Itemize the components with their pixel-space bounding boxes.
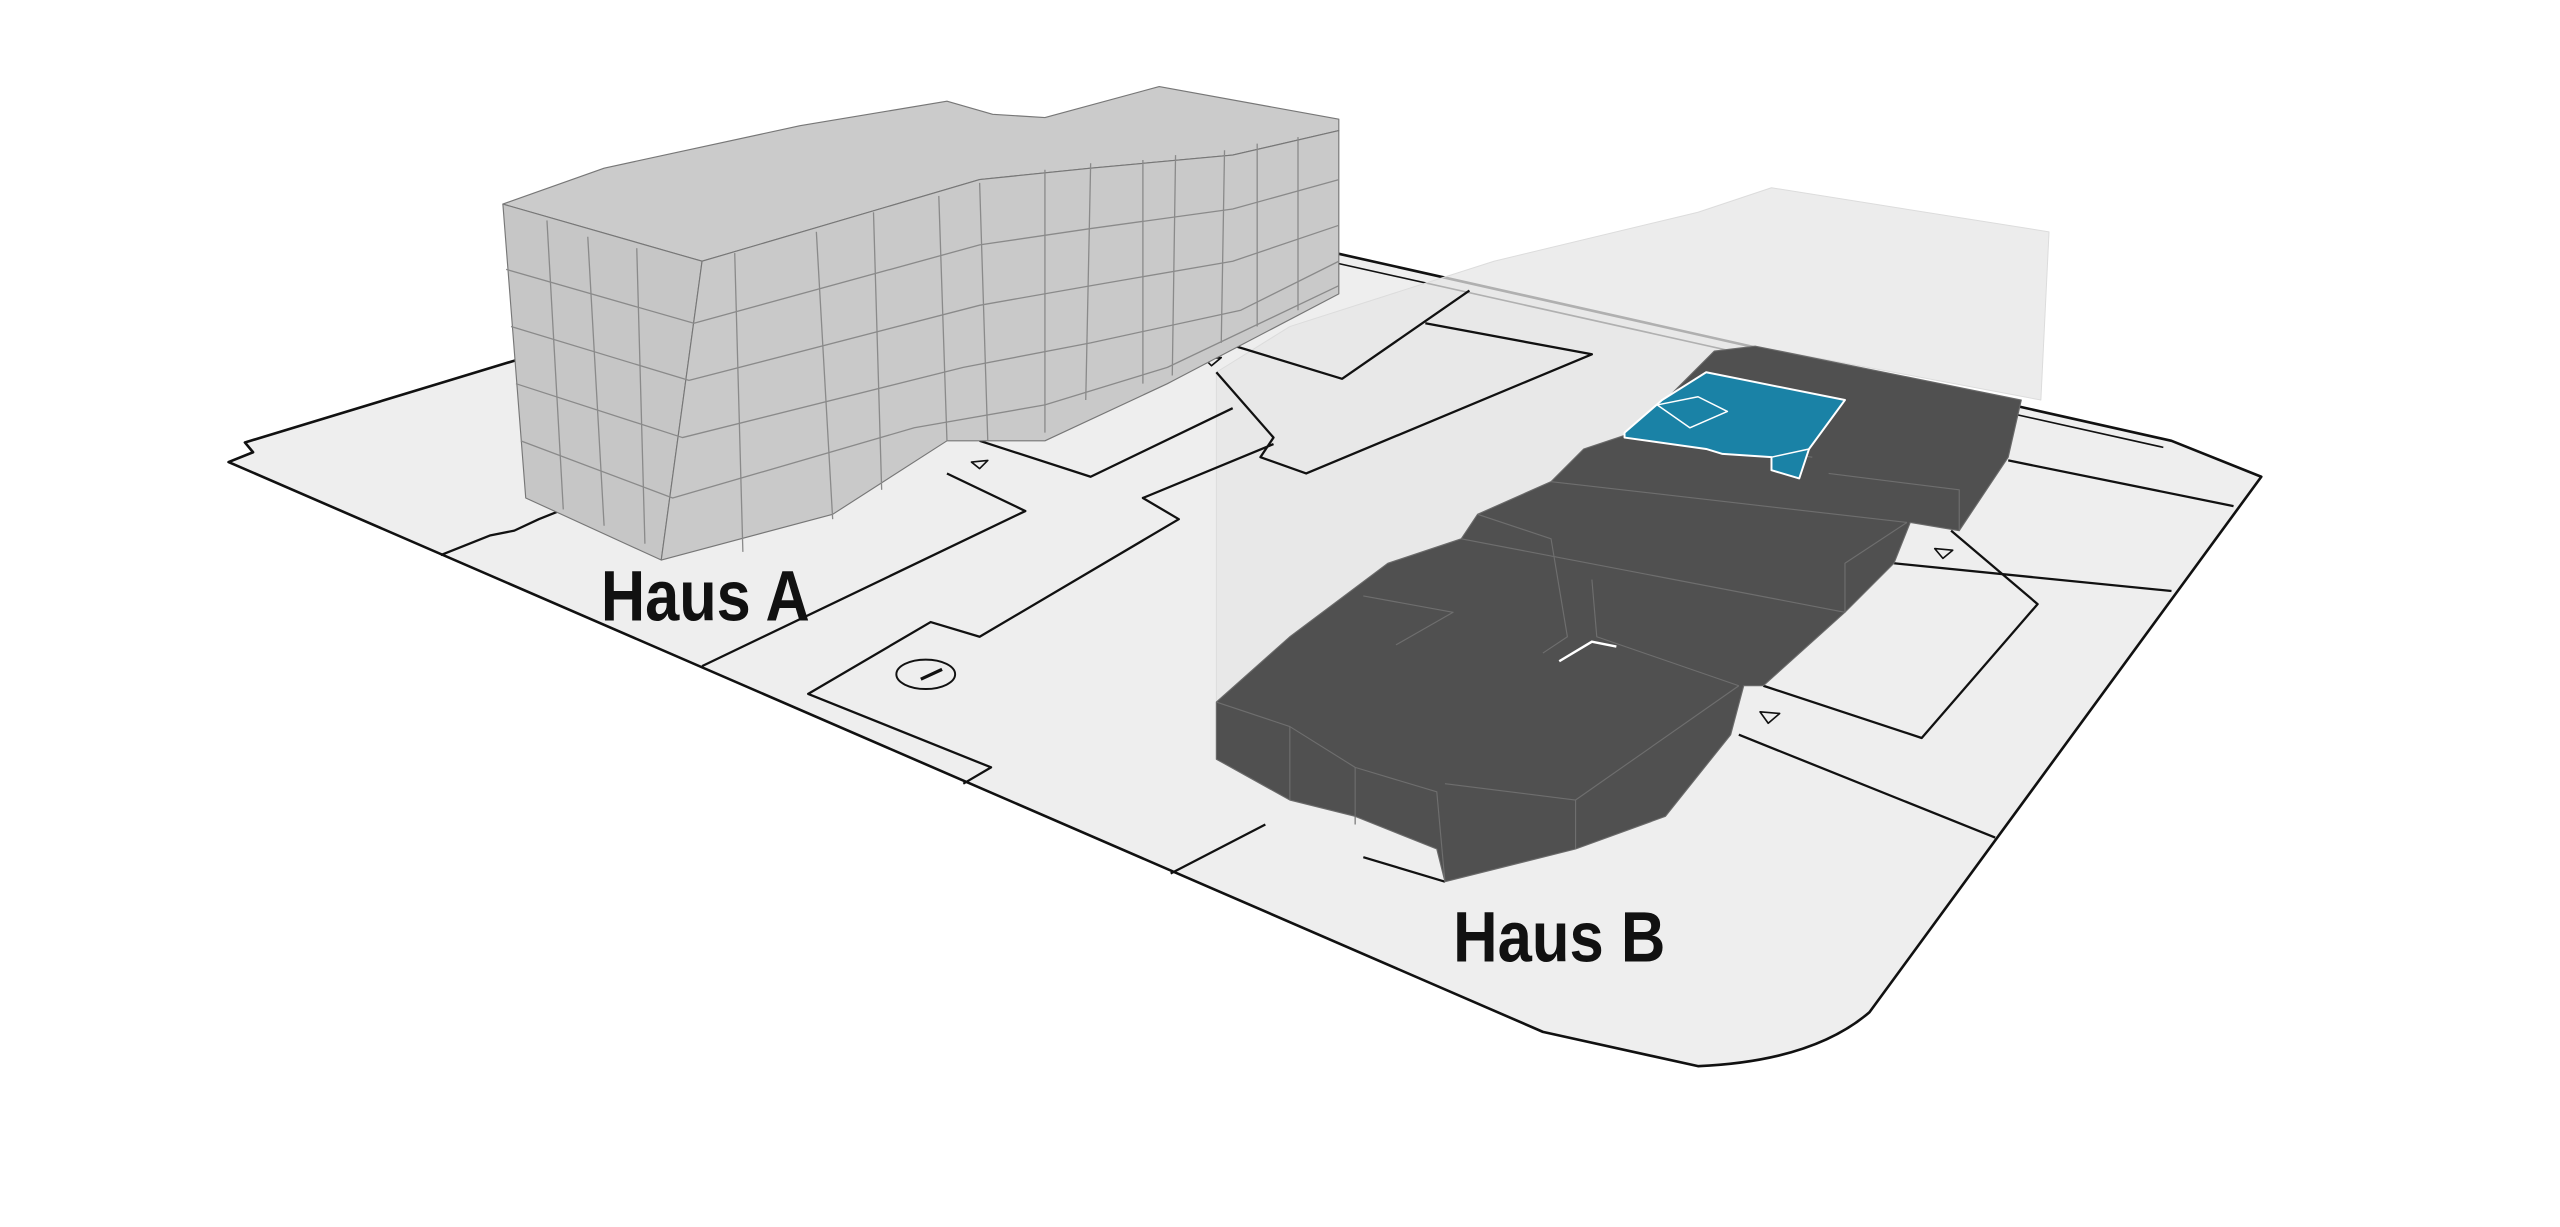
haus-a-building xyxy=(502,85,1340,561)
haus-b-massing xyxy=(1215,345,2022,883)
selected-unit[interactable] xyxy=(1623,371,1846,480)
haus-a-label: Haus A xyxy=(601,556,810,636)
entrance-triangle-icon xyxy=(1759,711,1781,725)
manhole-icon xyxy=(895,658,957,690)
haus-b-label: Haus B xyxy=(1453,898,1665,978)
haus-b-building xyxy=(1215,345,2022,883)
paving-lines xyxy=(440,289,2234,883)
entrance-triangle-icon xyxy=(970,459,989,470)
entrance-triangle-icon xyxy=(1933,547,1954,560)
haus-b-gap xyxy=(1558,640,1617,663)
